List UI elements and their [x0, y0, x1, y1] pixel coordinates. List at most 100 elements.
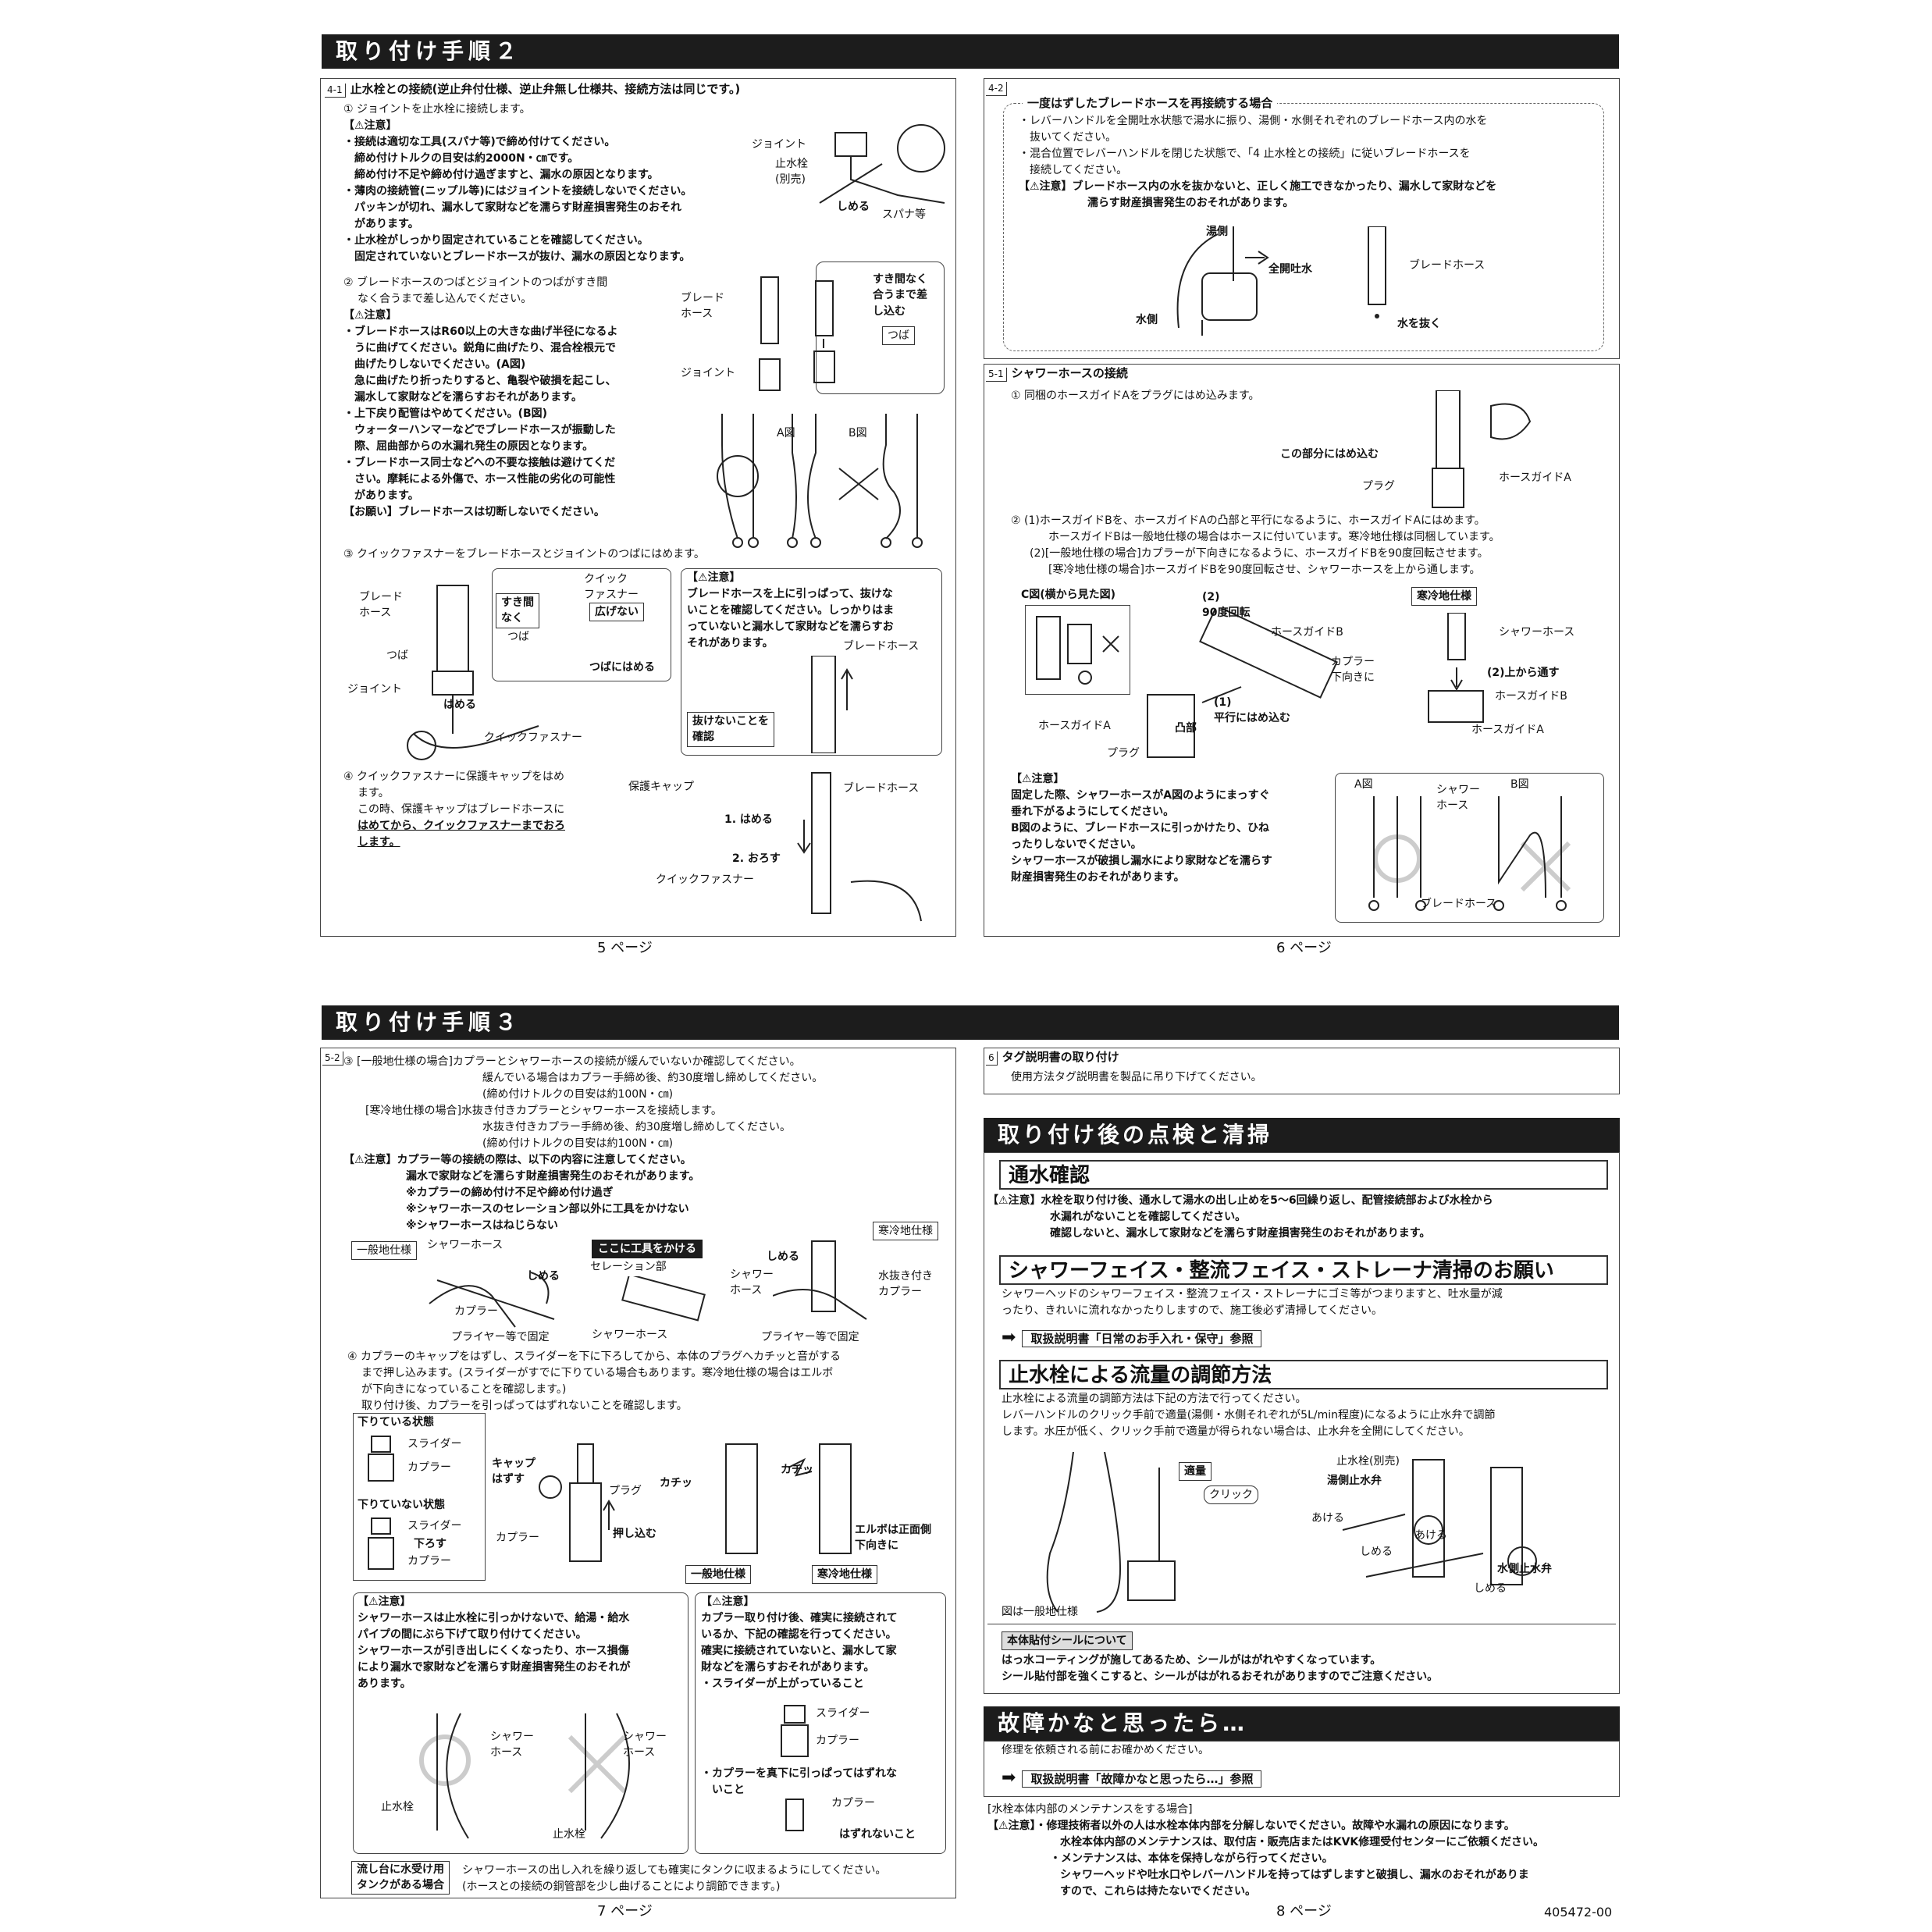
sec6-box	[984, 1048, 1620, 1094]
fig3-fit: はめる	[443, 699, 476, 711]
box1	[353, 1592, 688, 1854]
flow-proper: 適量	[1179, 1462, 1212, 1482]
box1-valve1: 止水栓	[381, 1801, 414, 1813]
fig3-flange2: つば	[507, 631, 529, 643]
hose-joint-illustration	[759, 276, 835, 391]
sec52-shower: シャワーホース	[427, 1239, 503, 1251]
water-head: 通水確認	[999, 1160, 1608, 1190]
sec51-guideb2: ホースガイドB	[1495, 690, 1567, 703]
sec51-s1: ① 同梱のホースガイドAをプラグにはめ込みます。	[1011, 390, 1260, 402]
sec41-s4: ④ クイックファスナーに保護キャップをはめ ます。 この時、保護キャップはブレー…	[343, 770, 565, 849]
sec52-shower3: シャワー ホース	[730, 1268, 774, 1297]
lever-drain-illustration	[1176, 226, 1269, 336]
fig3-nogap: すき間 なく	[496, 593, 539, 628]
fig3-spread: 広げない	[589, 603, 644, 622]
fig1-spanner: スパナ等	[882, 208, 926, 221]
sec42-drain: 水を抜く	[1397, 318, 1441, 330]
fig3-check: 抜けないことを 確認	[687, 712, 774, 747]
sec51-guidea: ホースガイドA	[1499, 471, 1571, 484]
flow-open: あける	[1311, 1512, 1344, 1525]
box2-text2: ・カプラーを真下に引っぱってはずれな いこと	[701, 1767, 898, 1796]
fig2-gap: すき間なく 合うまで差 し込む	[873, 273, 927, 318]
c-figure-illustration	[1036, 616, 1119, 685]
sec52-shower2: シャワーホース	[592, 1329, 668, 1341]
slider-lower: 下ろす	[414, 1538, 447, 1550]
flow-hotv: 湯側止水弁	[1327, 1475, 1382, 1487]
sec41-s3: ③ クイックファスナーをブレードホースとジョイントのつばにはめます。	[343, 548, 705, 560]
sec42-hot: 湯側	[1206, 226, 1228, 238]
fig1-valve: 止水栓 (別売)	[775, 158, 808, 187]
sec52-drainc: 水抜き付き カプラー	[878, 1270, 933, 1299]
water-text: 【⚠注意】水栓を取り付け後、通水して湯水の出し止めを5～6回繰り返し、配管接続部…	[987, 1194, 1493, 1240]
sec6-text: 使用方法タグ説明書を製品に吊り下げてください。	[1011, 1071, 1262, 1083]
slider-cold: 寒冷地仕様	[812, 1565, 877, 1585]
slider-label1: スライダー	[407, 1438, 462, 1450]
fig3-joint: ジョイント	[347, 683, 402, 696]
seal-head: 本体貼付シールについて	[1002, 1631, 1133, 1651]
fig3-flange: つば	[386, 649, 408, 662]
sec51-rot: (2) 90度回転	[1202, 591, 1251, 620]
step2-title-bar: 取り付け手順２	[322, 34, 1619, 69]
stop-valve-illustration	[1342, 1459, 1537, 1585]
coupler-insert-illustration	[539, 1443, 852, 1562]
box1-illustration	[419, 1713, 630, 1839]
box2-nodetach: はずれないこと	[839, 1828, 916, 1841]
page8-number: 8 ページ	[1276, 1903, 1332, 1920]
sec51-hose: ブレードホース	[1421, 898, 1497, 910]
fig3-qf: クイックファスナー	[484, 731, 582, 744]
slider-click1: カチッ	[660, 1477, 692, 1489]
fig3-hose: ブレード ホース	[359, 591, 403, 620]
sec52-tighten: しめる	[527, 1270, 560, 1283]
sec42-full: 全開吐水	[1268, 263, 1312, 276]
page7-number: 7 ページ	[597, 1903, 653, 1920]
sec42-text: ・レバーハンドルを全開吐水状態で湯水に振り、湯側・水側それぞれのブレードホース内…	[1019, 115, 1497, 209]
sec42-dashed	[1003, 103, 1604, 351]
sec52-tighten2: しめる	[767, 1251, 799, 1263]
slider-state-box	[353, 1413, 486, 1581]
cap-illustration	[797, 772, 922, 922]
box2-coupler: カプラー	[816, 1735, 859, 1747]
sec51-guidea3: ホースガイドA	[1471, 724, 1544, 736]
sec51-ab-box	[1335, 773, 1604, 923]
flow-close2: しめる	[1474, 1582, 1507, 1595]
sec52-cold: 寒冷地仕様	[873, 1222, 938, 1241]
box1-shower1: シャワー ホース	[490, 1731, 534, 1759]
sec42-cold: 水側	[1136, 314, 1158, 326]
sec41-text1: ① ジョイントを止水栓に接続します。 【⚠注意】 ・接続は適切な工具(スパナ等)…	[343, 103, 692, 263]
plier-cold-illustration	[773, 1240, 867, 1320]
trouble-text: 修理を依頼される前にお確かめください。	[1002, 1744, 1209, 1756]
sec51-a: A図	[1354, 778, 1373, 791]
flow-close: しめる	[1360, 1546, 1393, 1558]
document-number: 405472-00	[1544, 1905, 1613, 1920]
sec51-cold: 寒冷地仕様	[1411, 587, 1477, 607]
clean-text: シャワーヘッドのシャワーフェイス・整流フェイス・ストレーナにゴミ等がつまりますと…	[1002, 1288, 1503, 1317]
sec51-convex: 凸部	[1175, 722, 1197, 735]
slider-coupler3: カプラー	[496, 1532, 539, 1544]
page6-number: 6 ページ	[1276, 940, 1332, 956]
sec42-hose: ブレードホース	[1409, 259, 1485, 272]
fig4-step2: 2. おろす	[732, 852, 781, 865]
fig4-hose: ブレードホース	[843, 782, 920, 795]
sec51-parallel: (1) 平行にはめ込む	[1214, 696, 1290, 725]
fig2-b: B図	[849, 427, 867, 439]
fig3-caution-hose: ブレードホース	[843, 640, 920, 653]
page5-number: 5 ページ	[597, 940, 653, 956]
sink-text: シャワーホースの出し入れを繰り返しても確実にタンクに収まるようにしてください。 …	[462, 1864, 887, 1893]
page6-top-box	[984, 78, 1620, 359]
fig3-caution: 【⚠注意】 ブレードホースを上に引っぱって、抜けな いことを確認してください。し…	[687, 571, 895, 649]
fig4-step1: 1. はめる	[724, 813, 773, 826]
sec51-b: B図	[1510, 778, 1529, 791]
sec52-num: 5-2	[322, 1049, 348, 1066]
flow-text: 止水栓による流量の調節方法は下記の方法で行ってください。 レバーハンドルのクリッ…	[1002, 1393, 1496, 1438]
hose-guide-a-illustration	[1432, 390, 1532, 508]
sec51-coupler: カプラー 下向きに	[1331, 656, 1375, 685]
box2-text: 【⚠注意】 カプラー取り付け後、確実に接続されて いるか、下記の確認を行ってくだ…	[701, 1596, 898, 1690]
sec51-guidea2: ホースガイドA	[1038, 720, 1111, 732]
sec51-through: (2)上から通す	[1487, 667, 1560, 679]
slider-push: 押し込む	[613, 1528, 656, 1540]
slider-coupler1: カプラー	[407, 1461, 451, 1474]
flow-open2: あける	[1414, 1529, 1447, 1542]
flow-coldv: 水側止水弁	[1497, 1563, 1552, 1575]
flow-valve: 止水栓(別売)	[1336, 1455, 1400, 1468]
sec51-shower2: シャワー ホース	[1436, 784, 1480, 813]
